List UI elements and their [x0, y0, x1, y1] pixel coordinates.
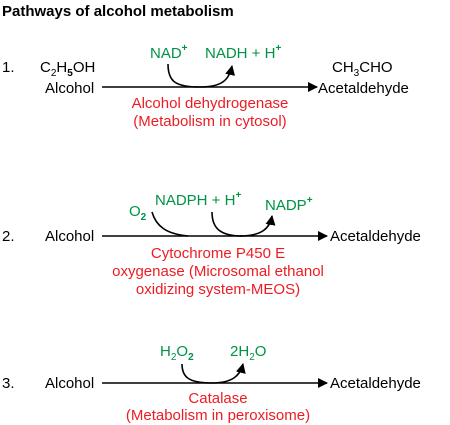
diagram-title: Pathways of alcohol metabolism — [2, 3, 234, 20]
pathway-2-cofactor-curve-in — [211, 211, 243, 237]
pathway-1-enzyme-line-1: Alcohol dehydrogenase — [132, 95, 289, 112]
pathway-1-cofactor-in: NAD+ — [150, 43, 188, 62]
pathway-2-product-name: Acetaldehyde — [330, 228, 421, 245]
pathway-3-substrate-name: Alcohol — [45, 375, 94, 392]
pathway-2-oxygen: O2 — [129, 203, 147, 223]
pathway-2-oxygen-curve — [151, 211, 189, 237]
pathway-3: 3. Alcohol Acetaldehyde H2O2 2H2O Catala… — [2, 343, 421, 424]
pathway-1-cofactor-curve — [167, 63, 235, 88]
pathway-3-enzyme-line-2: (Metabolism in peroxisome) — [126, 407, 310, 424]
pathway-2-cofactor-curve-out — [239, 215, 276, 237]
pathway-2-enzyme-line-1: Cytochrome P450 E — [151, 245, 285, 262]
pathway-1-product-formula: CH3CHO — [332, 59, 393, 79]
pathway-3-product-name: Acetaldehyde — [330, 375, 421, 392]
pathway-1-substrate-formula: C2H5OH — [40, 59, 95, 79]
pathway-2-enzyme-line-3: oxidizing system-MEOS) — [136, 281, 300, 298]
pathway-2: 2. Alcohol Acetaldehyde O2 NADPH + H+ NA… — [2, 190, 421, 298]
pathway-2-number: 2. — [2, 228, 15, 245]
pathway-1-cofactor-out: NADH + H+ — [205, 43, 281, 62]
pathway-2-cofactor-out: NADP+ — [265, 195, 313, 214]
pathway-1-enzyme-line-2: (Metabolism in cytosol) — [133, 113, 286, 130]
pathway-2-enzyme-line-2: oxygenase (Microsomal ethanol — [112, 263, 324, 280]
pathway-2-substrate-name: Alcohol — [45, 228, 94, 245]
pathway-1: 1. C2H5OH Alcohol CH3CHO Acetaldehyde NA… — [2, 43, 409, 130]
pathway-3-enzyme-line-1: Catalase — [188, 390, 247, 407]
pathway-1-substrate-name: Alcohol — [45, 80, 94, 97]
pathway-3-cofactor-out: 2H2O — [230, 343, 266, 363]
pathway-2-cofactor-in: NADPH + H+ — [155, 190, 241, 209]
pathway-3-cofactor-curve — [181, 363, 246, 384]
pathway-1-product-name: Acetaldehyde — [318, 80, 409, 97]
pathway-3-cofactor-in: H2O2 — [160, 343, 194, 363]
pathway-1-number: 1. — [2, 59, 15, 76]
pathway-3-number: 3. — [2, 375, 15, 392]
